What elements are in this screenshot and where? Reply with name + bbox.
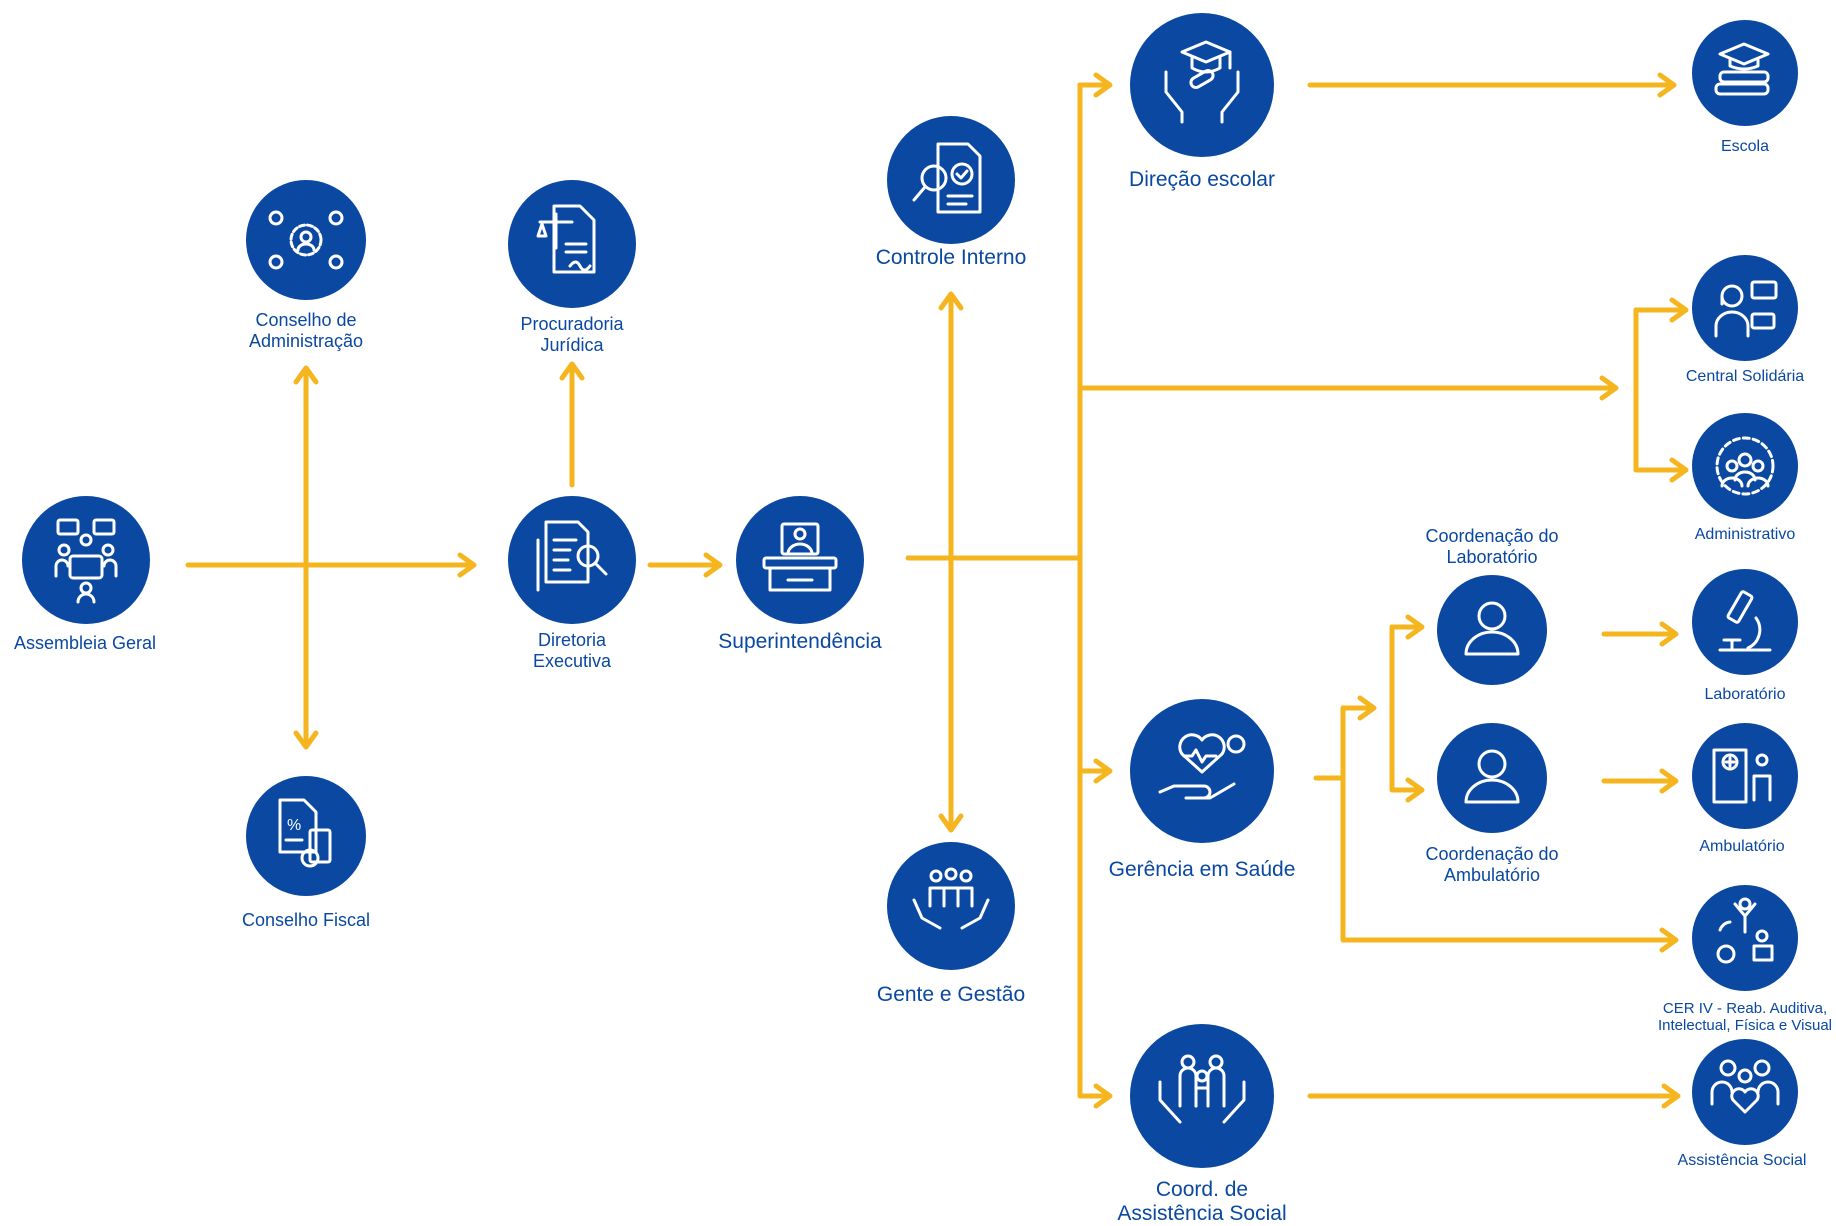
label-assembleia-geral: Assembleia Geral bbox=[13, 633, 157, 653]
label-ambulatorio: Ambulatório bbox=[1699, 838, 1785, 855]
label-laboratorio: Laboratório bbox=[1704, 686, 1786, 703]
node-central-solidaria bbox=[1692, 255, 1798, 361]
node-direcao-escolar bbox=[1130, 13, 1274, 157]
label-direcao-escolar: Direção escolar bbox=[1129, 168, 1275, 191]
node-procuradoria-juridica bbox=[508, 180, 636, 308]
node-controle-interno bbox=[887, 116, 1015, 244]
people-hands-icon bbox=[912, 867, 990, 930]
executive-desk-icon bbox=[762, 522, 838, 592]
label-administrativo: Administrativo bbox=[1694, 526, 1796, 543]
microscope-icon bbox=[1718, 590, 1772, 652]
node-assistencia-social bbox=[1692, 1039, 1798, 1145]
node-conselho-administracao bbox=[246, 180, 366, 300]
label-diretoria-executiva: Diretoria Executiva bbox=[532, 630, 612, 671]
label-controle-interno: Controle Interno bbox=[875, 246, 1027, 269]
label-procuradoria-juridica: Procuradoria Jurídica bbox=[520, 314, 624, 355]
label-central-solidaria: Central Solidária bbox=[1685, 368, 1805, 385]
node-gente-gestao bbox=[887, 842, 1015, 970]
node-coordenacao-laboratorio bbox=[1437, 575, 1547, 685]
legal-document-icon bbox=[536, 204, 596, 274]
node-coord-assistencia-social bbox=[1130, 1024, 1274, 1168]
rehabilitation-icon bbox=[1716, 897, 1774, 964]
user-icon bbox=[1464, 601, 1520, 656]
node-conselho-fiscal: % bbox=[246, 776, 366, 896]
meeting-icon bbox=[54, 518, 118, 604]
node-diretoria-executiva bbox=[508, 496, 636, 624]
node-cer-iv bbox=[1692, 885, 1798, 991]
people-heart-icon bbox=[1710, 1059, 1780, 1114]
team-gear-icon bbox=[268, 210, 344, 270]
team-gear-icon bbox=[1715, 436, 1775, 496]
books-cap-icon bbox=[1714, 42, 1770, 96]
audit-document-icon bbox=[912, 142, 982, 214]
document-search-icon bbox=[536, 520, 608, 592]
label-gente-gestao: Gente e Gestão bbox=[876, 983, 1026, 1006]
connectors bbox=[185, 72, 1689, 1109]
node-laboratorio bbox=[1692, 569, 1798, 675]
label-escola: Escola bbox=[1720, 138, 1770, 155]
label-superintendencia: Superintendência bbox=[718, 630, 882, 653]
clinic-door-icon bbox=[1712, 748, 1772, 804]
label-coord-assistencia-social: Coord. de Assistência Social bbox=[1117, 1178, 1287, 1226]
accounting-document-icon: % bbox=[278, 798, 332, 868]
user-icon bbox=[1464, 749, 1520, 804]
node-escola bbox=[1692, 20, 1798, 126]
svg-text:%: % bbox=[287, 817, 301, 834]
node-superintendencia bbox=[736, 496, 864, 624]
label-conselho-fiscal: Conselho Fiscal bbox=[241, 910, 371, 930]
family-hands-icon bbox=[1158, 1054, 1246, 1124]
label-conselho-administracao: Conselho de Administração bbox=[248, 310, 364, 351]
label-assistencia-social: Assistência Social bbox=[1677, 1152, 1807, 1169]
label-gerencia-saude: Gerência em Saúde bbox=[1108, 858, 1296, 881]
health-care-icon bbox=[1158, 733, 1246, 800]
call-center-icon bbox=[1714, 280, 1778, 338]
node-gerencia-saude bbox=[1130, 699, 1274, 843]
node-coordenacao-ambulatorio bbox=[1437, 723, 1547, 833]
node-ambulatorio bbox=[1692, 723, 1798, 829]
label-coordenacao-laboratorio: Coordenação do Laboratório bbox=[1425, 526, 1559, 567]
graduation-hands-icon bbox=[1164, 40, 1240, 124]
node-administrativo bbox=[1692, 413, 1798, 519]
label-cer-iv: CER IV - Reab. Auditiva, Intelectual, Fí… bbox=[1658, 1000, 1832, 1035]
label-coordenacao-ambulatorio: Coordenação do Ambulatório bbox=[1425, 844, 1559, 885]
node-assembleia-geral bbox=[22, 496, 150, 624]
